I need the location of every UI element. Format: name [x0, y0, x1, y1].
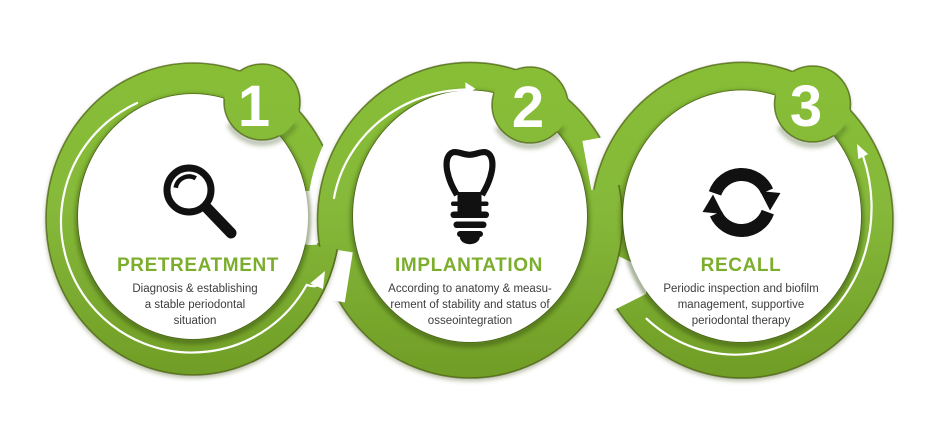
svg-text:a stable periodontal: a stable periodontal: [145, 299, 245, 311]
svg-text:periodontal therapy: periodontal therapy: [692, 315, 791, 327]
svg-text:RECALL: RECALL: [701, 255, 782, 276]
svg-text:2: 2: [512, 75, 544, 140]
svg-text:According to anatomy & measu-: According to anatomy & measu-: [388, 283, 552, 295]
svg-text:Periodic inspection and biofil: Periodic inspection and biofilm: [663, 283, 818, 295]
svg-text:1: 1: [238, 74, 270, 139]
svg-text:rement of stability and status: rement of stability and status of: [390, 299, 550, 311]
svg-text:PRETREATMENT: PRETREATMENT: [117, 255, 279, 276]
svg-text:situation: situation: [174, 315, 217, 327]
svg-text:management, supportive: management, supportive: [678, 299, 805, 311]
svg-text:3: 3: [790, 74, 822, 139]
svg-text:Diagnosis & establishing: Diagnosis & establishing: [132, 283, 257, 295]
svg-text:osseointegration: osseointegration: [428, 315, 512, 327]
svg-text:IMPLANTATION: IMPLANTATION: [395, 255, 543, 276]
